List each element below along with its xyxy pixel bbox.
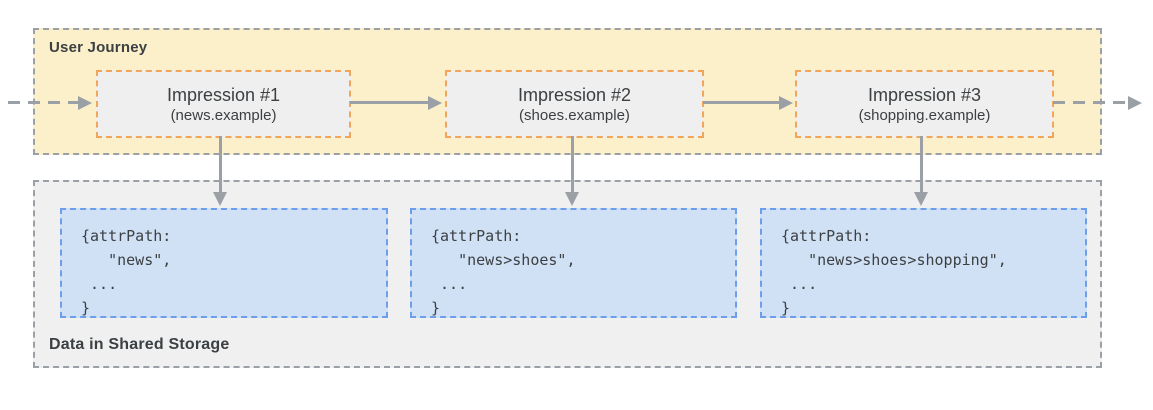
arrowhead-right-icon (78, 96, 92, 110)
storage-entry-box-1: {attrPath: "news", ... } (60, 208, 388, 318)
journey-entry-arrow (8, 101, 80, 104)
shared-storage-container: Data in Shared Storage {attrPath: "news"… (33, 180, 1102, 368)
arrow-impression1-to-storage (219, 136, 222, 193)
impression-title: Impression #1 (166, 84, 281, 105)
impression-domain: (shoes.example) (519, 106, 630, 124)
impression-title: Impression #3 (867, 84, 982, 105)
impression-box-1: Impression #1 (news.example) (96, 70, 351, 138)
arrowhead-down-icon (213, 192, 227, 206)
arrowhead-right-icon (779, 96, 793, 110)
arrow-impression2-to-impression3 (703, 101, 780, 104)
arrow-impression2-to-storage (571, 136, 574, 193)
user-journey-label: User Journey (49, 39, 148, 56)
impression-domain: (shopping.example) (858, 106, 991, 124)
user-journey-container: User Journey Impression #1 (news.example… (33, 28, 1102, 155)
arrow-impression1-to-impression2 (350, 101, 429, 104)
storage-entry-code: {attrPath: "news>shoes", ... } (431, 227, 576, 317)
impression-domain: (news.example) (170, 106, 277, 124)
journey-exit-arrow (1053, 101, 1128, 104)
impression-box-3: Impression #3 (shopping.example) (795, 70, 1054, 138)
impression-title: Impression #2 (517, 84, 632, 105)
arrowhead-right-icon (1128, 96, 1142, 110)
storage-entry-code: {attrPath: "news", ... } (81, 227, 172, 317)
arrowhead-right-icon (428, 96, 442, 110)
arrowhead-down-icon (914, 192, 928, 206)
storage-entry-box-3: {attrPath: "news>shoes>shopping", ... } (760, 208, 1087, 318)
impression-box-2: Impression #2 (shoes.example) (445, 70, 704, 138)
arrow-impression3-to-storage (920, 136, 923, 193)
shared-storage-label: Data in Shared Storage (49, 336, 230, 353)
storage-entry-code: {attrPath: "news>shoes>shopping", ... } (781, 227, 1007, 317)
arrowhead-down-icon (565, 192, 579, 206)
storage-entry-box-2: {attrPath: "news>shoes", ... } (410, 208, 737, 318)
